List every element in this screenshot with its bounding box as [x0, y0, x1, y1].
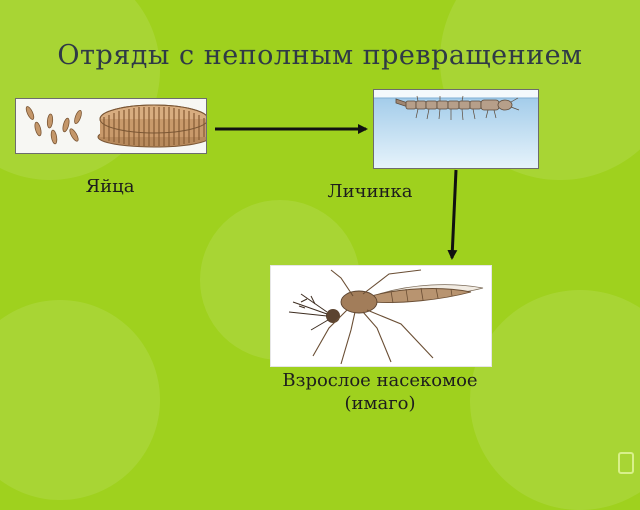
- larva-label: Личинка: [327, 181, 413, 202]
- adult-label-line1: Взрослое насекомое: [282, 370, 478, 391]
- slide-title: Отряды с неполным превращением: [57, 40, 583, 71]
- eggs-image: [15, 98, 207, 154]
- eggs-label: Яйца: [85, 176, 135, 197]
- adult-label-line2: (имаго): [344, 392, 416, 414]
- adult-label: Взрослое насекомое (имаго): [270, 370, 490, 415]
- larva-image: [373, 89, 539, 169]
- flow-arrows: [215, 124, 458, 260]
- slide-nav-icon[interactable]: [618, 452, 634, 474]
- adult-mosquito-image: [270, 265, 492, 367]
- arrow-larva-to-adult: [447, 169, 458, 260]
